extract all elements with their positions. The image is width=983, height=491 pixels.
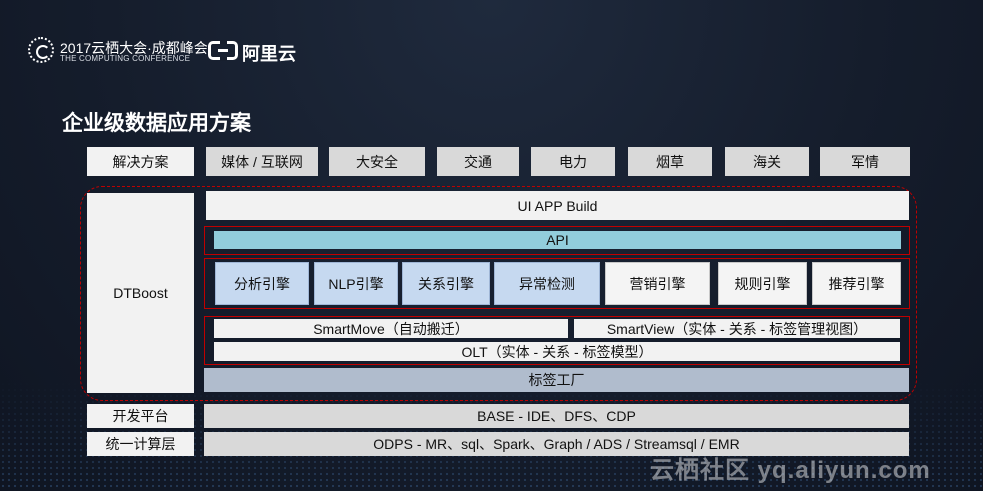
engine-box: 关系引擎 xyxy=(402,262,490,305)
engine-box: 营销引擎 xyxy=(605,262,710,305)
dev-platform-layer: BASE - IDE、DFS、CDP xyxy=(204,404,909,428)
smartmove-box: SmartMove（自动搬迁） xyxy=(214,319,568,338)
engine-box: 分析引擎 xyxy=(215,262,309,305)
dtboost-dashed-frame xyxy=(80,186,917,401)
olt-box: OLT（实体 - 关系 - 标签模型） xyxy=(214,342,900,361)
solution-item: 大安全 xyxy=(329,147,425,176)
smartview-box: SmartView（实体 - 关系 - 标签管理视图） xyxy=(574,319,900,338)
conference-subtitle: THE COMPUTING CONFERENCE xyxy=(60,54,191,63)
dev-platform-label: 开发平台 xyxy=(87,404,194,428)
compute-layer-label: 统一计算层 xyxy=(87,432,194,456)
compute-layer: ODPS - MR、sql、Spark、Graph / ADS / Stream… xyxy=(204,432,909,456)
engine-box: 异常检测 xyxy=(494,262,600,305)
api-red-frame xyxy=(204,226,910,255)
api-layer: API xyxy=(214,231,901,249)
engine-box: 推荐引擎 xyxy=(812,262,901,305)
solutions-label: 解决方案 xyxy=(87,147,194,176)
solution-item: 电力 xyxy=(531,147,615,176)
solution-item: 媒体 / 互联网 xyxy=(206,147,318,176)
aliyun-logo-icon xyxy=(208,40,238,61)
aliyun-brand: 阿里云 xyxy=(242,44,296,64)
watermark: 云栖社区 yq.aliyun.com xyxy=(650,457,931,484)
page-title: 企业级数据应用方案 xyxy=(62,112,251,135)
solution-item: 海关 xyxy=(725,147,809,176)
solution-item: 烟草 xyxy=(628,147,712,176)
conference-logo-icon xyxy=(28,37,54,63)
dtboost-label: DTBoost xyxy=(87,193,194,393)
engines-red-frame xyxy=(204,258,910,309)
engine-box: NLP引擎 xyxy=(314,262,398,305)
solution-item: 交通 xyxy=(437,147,519,176)
solution-item: 军情 xyxy=(820,147,910,176)
ui-app-build-layer: UI APP Build xyxy=(206,191,909,220)
engine-box: 规则引擎 xyxy=(718,262,807,305)
tag-factory-layer: 标签工厂 xyxy=(204,368,909,392)
conference-title: 2017云栖大会·成都峰会 xyxy=(60,40,208,56)
olt-red-frame xyxy=(204,316,910,365)
